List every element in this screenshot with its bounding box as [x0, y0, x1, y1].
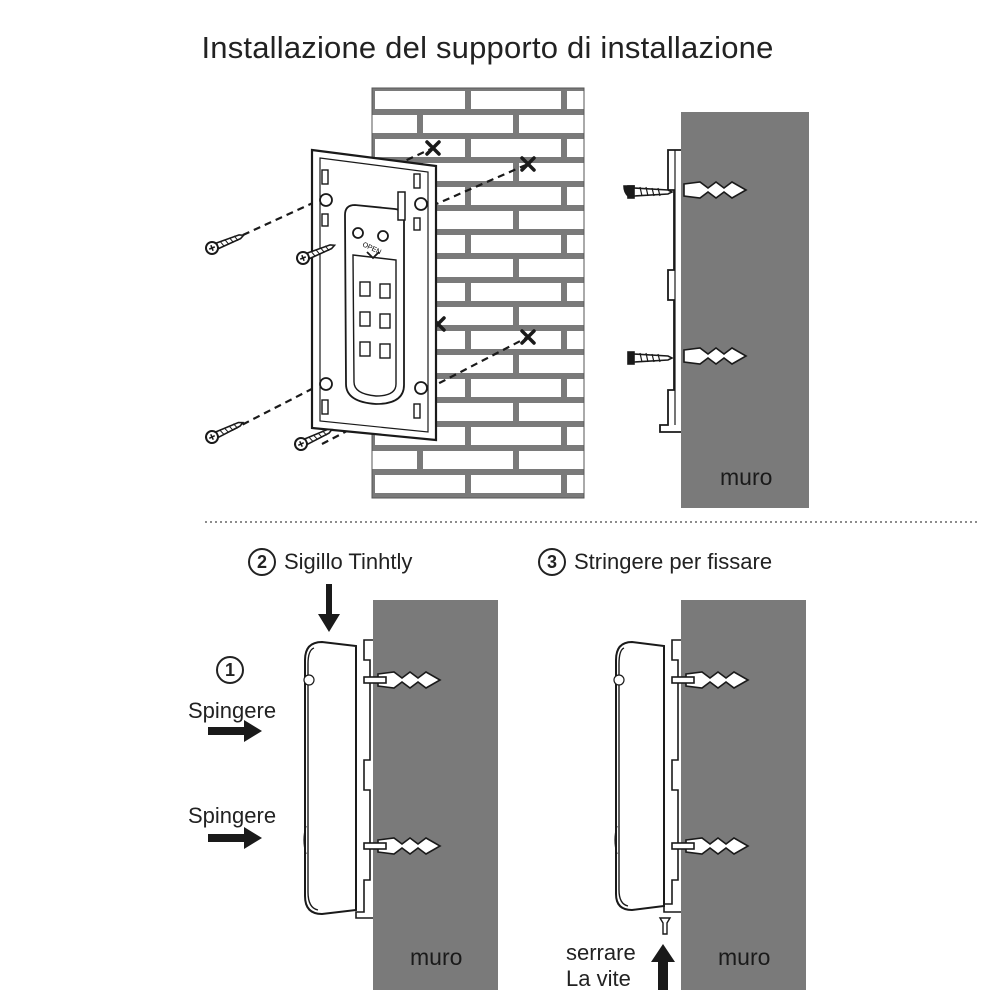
wall-section-top	[623, 112, 809, 508]
wall-label-bottom-right: muro	[718, 944, 771, 970]
push-arrow-icon-2	[208, 827, 262, 849]
screw-set-1	[205, 234, 337, 451]
step-2-text: Sigillo Tinhtly	[284, 549, 413, 574]
wall-label-top: muro	[720, 464, 773, 490]
mounting-bracket	[310, 148, 438, 442]
step-3-number: 3	[538, 548, 566, 576]
push-label-2: Spingere	[188, 803, 277, 828]
step-2-label: 2 Sigillo Tinhtly	[248, 548, 412, 576]
up-arrow-icon	[651, 944, 675, 990]
step-2-number: 2	[248, 548, 276, 576]
push-label-1: Spingere	[188, 698, 277, 723]
push-arrow-icon-1	[208, 720, 262, 742]
push-arrows	[208, 584, 340, 849]
screw-label-line2: La vite	[566, 966, 631, 991]
small-screw-icon	[658, 917, 672, 935]
step-3-text: Stringere per fissare	[574, 549, 773, 574]
step-1-marker: 1	[216, 656, 244, 684]
page-title: Installazione del supporto di installazi…	[201, 30, 774, 65]
down-arrow-icon	[318, 584, 340, 632]
wall-section-bottom-left	[303, 600, 498, 990]
screw-label-line1: serrare	[566, 940, 636, 965]
wall-section-bottom-right	[613, 600, 806, 990]
step-3-label: 3 Stringere per fissare	[538, 548, 772, 576]
wall-label-bottom-left: muro	[410, 944, 463, 970]
step-1-number: 1	[216, 656, 244, 684]
